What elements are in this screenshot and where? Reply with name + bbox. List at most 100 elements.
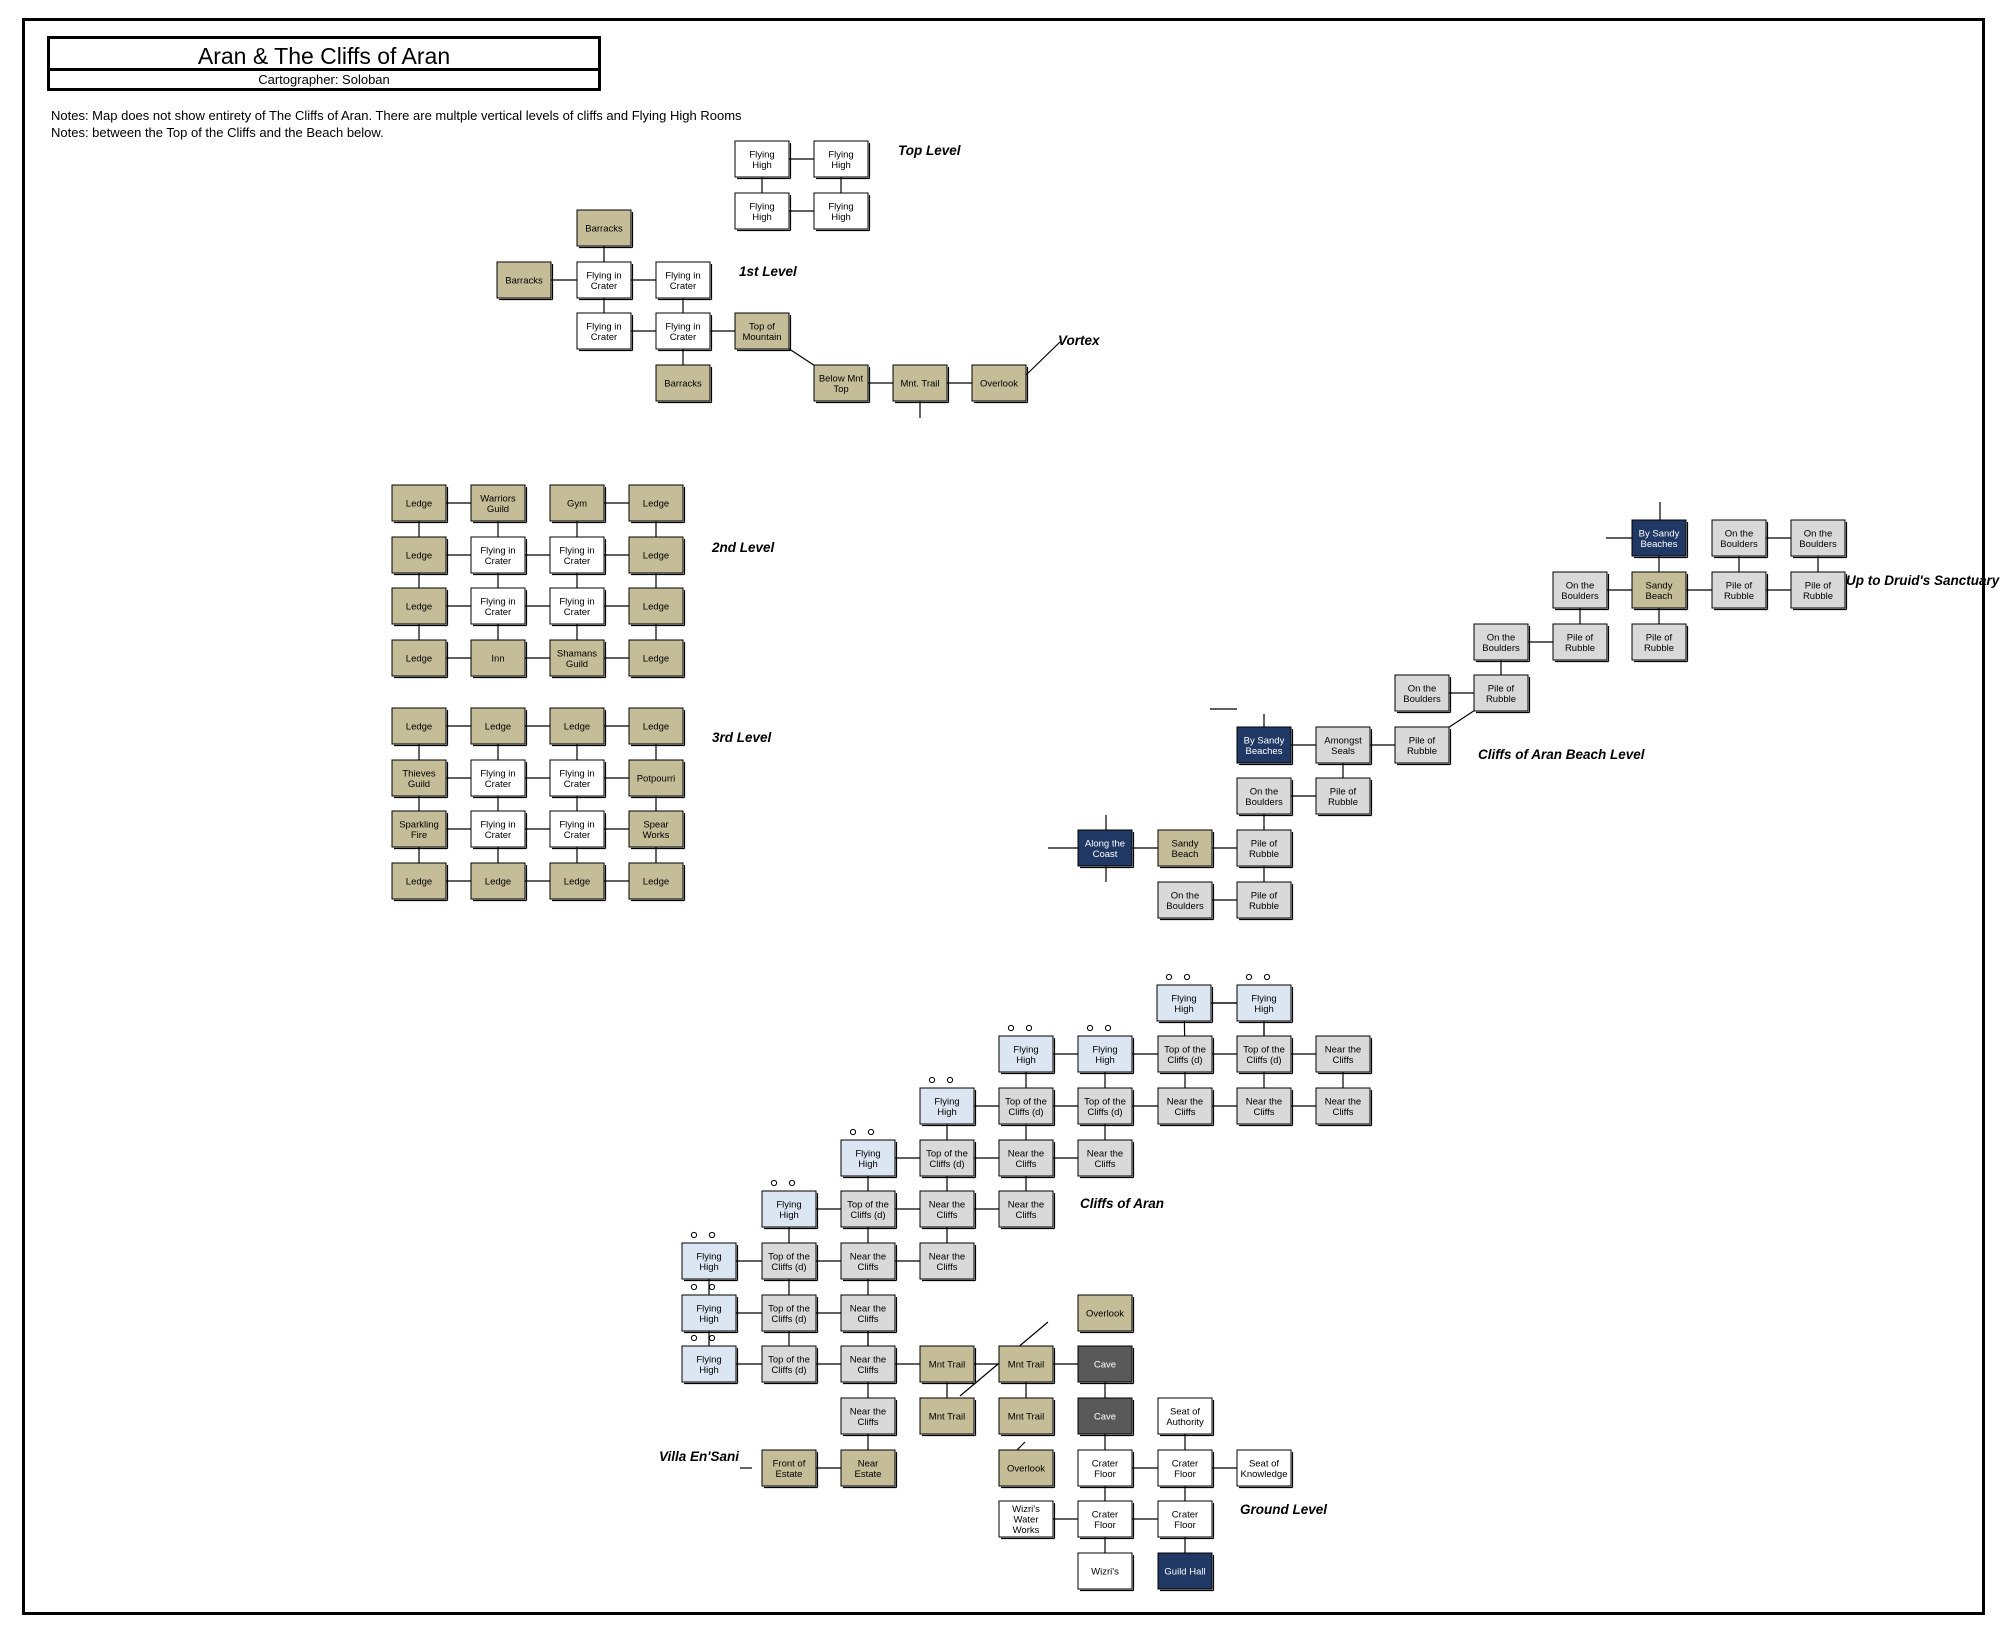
vertical-exit-marker xyxy=(690,1334,698,1342)
room-box xyxy=(549,484,605,522)
room-box xyxy=(1315,1087,1371,1125)
room-box xyxy=(681,1242,737,1280)
room-box xyxy=(391,810,447,848)
room-g-mnt4: Mnt Trail xyxy=(998,1397,1056,1437)
room-box xyxy=(391,707,447,745)
room-name: Mnt Trail xyxy=(929,1360,965,1371)
room-box xyxy=(391,587,447,625)
room-box xyxy=(840,1345,896,1383)
room-box xyxy=(1473,623,1529,661)
room-connector xyxy=(1024,341,1061,377)
label-lbl-top: Top Level xyxy=(898,143,961,158)
room-box xyxy=(840,1190,896,1228)
room-box xyxy=(1631,571,1687,609)
room-box xyxy=(998,1035,1054,1073)
room-box xyxy=(470,536,526,574)
room-box xyxy=(576,312,632,350)
label-lbl-1st: 1st Level xyxy=(739,264,797,279)
vertical-exit-marker xyxy=(946,1076,954,1084)
room-box xyxy=(549,810,605,848)
room-l2-r4c1: Ledge xyxy=(391,639,449,679)
room-box xyxy=(549,587,605,625)
map-frame xyxy=(22,18,1985,1615)
room-box xyxy=(549,759,605,797)
room-box xyxy=(470,587,526,625)
room-box xyxy=(470,484,526,522)
room-name: Ledge xyxy=(564,877,590,888)
vertical-exit-marker xyxy=(1183,973,1191,981)
room-box xyxy=(1236,777,1292,815)
room-box xyxy=(1711,519,1767,557)
room-box xyxy=(813,364,869,402)
room-name: Ledge xyxy=(406,602,432,613)
room-box xyxy=(919,1087,975,1125)
room-box xyxy=(998,1449,1054,1487)
room-box xyxy=(628,639,684,677)
room-g-overlook2: Overlook xyxy=(998,1449,1056,1489)
room-box xyxy=(813,192,869,230)
room-box xyxy=(1236,829,1292,867)
room-name: Barracks xyxy=(664,379,702,390)
room-box xyxy=(998,1087,1054,1125)
room-box xyxy=(549,536,605,574)
room-box xyxy=(1315,1035,1371,1073)
room-l2-r3c1: Ledge xyxy=(391,587,449,627)
room-name: Ledge xyxy=(485,722,511,733)
room-l3-r1c1: Ledge xyxy=(391,707,449,747)
room-g-overlook1: Overlook xyxy=(1077,1294,1135,1334)
vertical-exit-marker xyxy=(1025,1024,1033,1032)
room-box xyxy=(470,810,526,848)
room-box xyxy=(998,1397,1054,1435)
label-lbl-vortex: Vortex xyxy=(1058,333,1100,348)
room-box xyxy=(919,1190,975,1228)
room-box xyxy=(734,192,790,230)
room-box xyxy=(761,1242,817,1280)
room-name: Gym xyxy=(567,499,587,510)
room-l1-overlook: Overlook xyxy=(971,364,1029,404)
room-g-wizris: Wizri's xyxy=(1077,1552,1135,1592)
